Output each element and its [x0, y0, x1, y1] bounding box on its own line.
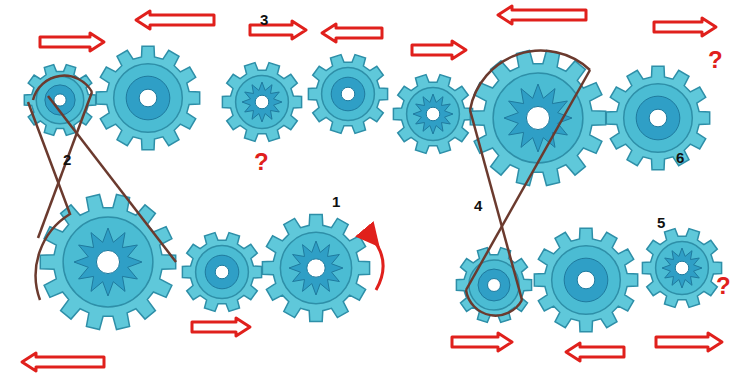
- direction-arrow: [452, 333, 512, 351]
- gear-hub: [331, 77, 365, 111]
- gear-hub: [564, 258, 608, 302]
- gear-hole: [577, 271, 595, 289]
- belt-group: [28, 51, 590, 316]
- gear: [606, 66, 709, 169]
- gear-hole: [488, 279, 501, 292]
- belt: [28, 102, 70, 300]
- belt: [48, 96, 176, 262]
- question-mark: ?: [716, 274, 731, 298]
- gear-hole: [426, 107, 440, 121]
- direction-arrow: [566, 343, 624, 361]
- direction-arrow: [22, 353, 104, 371]
- gear-ring: [280, 232, 351, 303]
- direction-arrow: [412, 41, 466, 59]
- callout-number: 3: [260, 12, 268, 27]
- gear-hole: [341, 87, 355, 101]
- gear-star: [413, 94, 453, 134]
- gear-hub: [205, 255, 239, 289]
- callout-number: 5: [657, 215, 665, 230]
- gear: [393, 75, 472, 154]
- gear-ring: [469, 260, 519, 310]
- callout-number: 2: [63, 152, 71, 167]
- gear-hole: [215, 265, 229, 279]
- gear: [534, 228, 637, 331]
- gear: [262, 214, 369, 321]
- rotation-arrow: [372, 238, 383, 290]
- direction-arrow: [250, 21, 306, 39]
- gear-star: [74, 228, 142, 296]
- direction-arrow: [498, 6, 586, 24]
- direction-arrow: [656, 333, 722, 351]
- gear-ring: [656, 242, 709, 295]
- callout-number: 6: [676, 150, 684, 165]
- gear-hole: [649, 109, 667, 127]
- gear-hub: [126, 76, 170, 120]
- belt: [33, 76, 92, 100]
- gear-star: [289, 241, 343, 295]
- gear: [222, 63, 301, 142]
- gear-hole: [307, 259, 325, 277]
- callout-number: 1: [332, 194, 340, 209]
- gear-group: [24, 46, 721, 331]
- gear: [96, 46, 199, 149]
- gear-hole: [526, 106, 549, 129]
- gear: [24, 65, 95, 136]
- question-mark: ?: [254, 150, 269, 174]
- gear-ring: [63, 217, 153, 307]
- direction-arrow: [136, 11, 214, 29]
- gear-ring: [322, 68, 375, 121]
- direction-arrow: [40, 33, 104, 51]
- gear: [308, 55, 387, 134]
- gear: [470, 51, 605, 186]
- question-mark: ?: [708, 48, 723, 72]
- gear-ring: [624, 84, 693, 153]
- direction-arrow: [192, 318, 250, 336]
- gear-ring: [552, 246, 621, 315]
- gear-hole: [139, 89, 157, 107]
- arrow-group: [22, 6, 722, 371]
- callout-number: 4: [474, 198, 482, 213]
- direction-arrow: [654, 18, 716, 36]
- gear-hole: [255, 95, 269, 109]
- gear: [642, 229, 721, 308]
- gear-hole: [675, 261, 689, 275]
- belt: [466, 290, 522, 316]
- gear-ring: [114, 64, 183, 133]
- gear-hole: [96, 250, 119, 273]
- gear-star: [662, 248, 702, 288]
- gear: [40, 195, 175, 330]
- gear-hub: [636, 96, 680, 140]
- gear: [182, 233, 261, 312]
- gear-ring: [196, 246, 249, 299]
- direction-arrow: [322, 24, 382, 42]
- belt: [38, 92, 92, 238]
- gear-ring: [407, 88, 460, 141]
- gear-star: [242, 82, 282, 122]
- belt: [470, 51, 590, 110]
- belt: [466, 70, 590, 290]
- gear-ring: [236, 76, 289, 129]
- gear-hub: [478, 269, 510, 301]
- gear-ring: [493, 73, 583, 163]
